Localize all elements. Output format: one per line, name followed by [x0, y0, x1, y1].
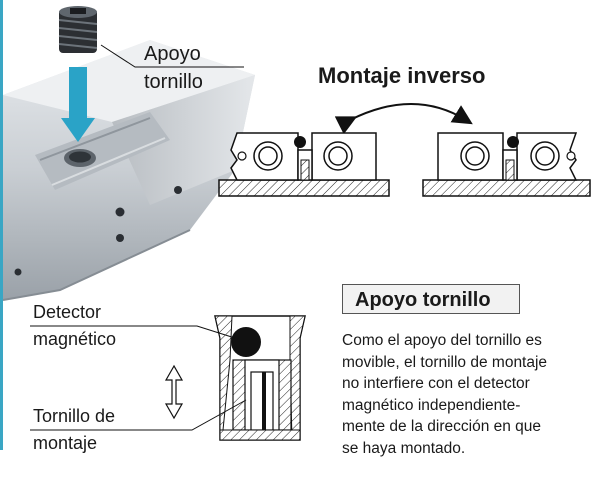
actuator-photo — [2, 40, 255, 301]
left-accent-bar — [0, 0, 3, 450]
mounting-diagram-left — [218, 132, 390, 197]
desc-line: Como el apoyo del tornillo es — [342, 332, 542, 349]
leader-line-detector — [30, 325, 239, 340]
label-montaje: montaje — [33, 433, 98, 453]
desc-line: movible, el tornillo de montaje — [342, 353, 548, 371]
desc-line: magnético independiente- — [342, 396, 521, 414]
heading-montaje-inverso: Montaje inverso — [318, 63, 486, 88]
leader-line-apoyo — [100, 44, 244, 68]
vertical-double-arrow-icon — [164, 364, 184, 420]
desc-line: no interfiere con el detector — [342, 375, 530, 393]
info-box-description: Como el apoyo del tornillo es movible, e… — [342, 330, 582, 460]
label-magnetico: magnético — [33, 329, 117, 349]
label-detector: Detector — [33, 302, 102, 322]
desc-line: mente de la dirección en que — [342, 418, 542, 436]
label-tornillo: tornillo — [144, 71, 203, 93]
mounting-diagram-right — [422, 132, 591, 197]
label-tornillo-de: Tornillo de — [33, 406, 116, 426]
curved-double-arrow-icon — [334, 103, 473, 135]
info-box-title-text: Apoyo tornillo — [355, 289, 491, 311]
desc-line: se haya montado. — [342, 439, 466, 457]
info-box-title: Apoyo tornillo — [342, 284, 520, 314]
label-apoyo: Apoyo — [144, 43, 201, 65]
cross-section-diagram — [214, 315, 306, 441]
set-screw-icon — [58, 6, 98, 53]
down-arrow-icon — [61, 67, 95, 142]
leader-line-tornillo — [30, 399, 247, 431]
